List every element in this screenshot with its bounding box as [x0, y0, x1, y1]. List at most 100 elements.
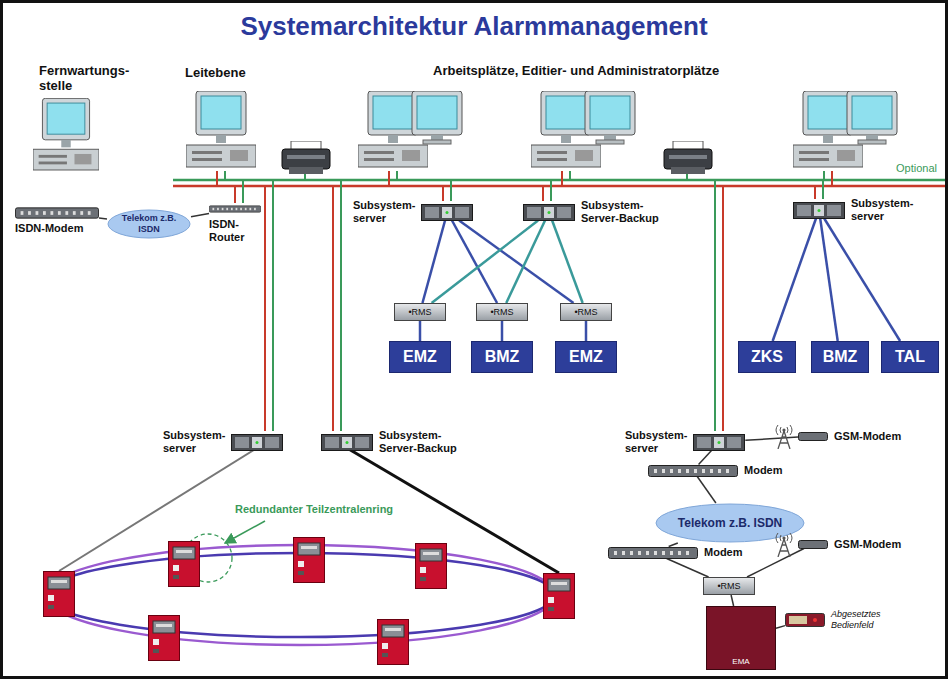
label-text: Subsystem- Server-Backup: [379, 429, 463, 455]
connector: [745, 437, 798, 440]
subsystem-box: TAL: [881, 341, 939, 373]
label-text: Subsystem- server: [163, 429, 225, 455]
annotation-label: Arbeitsplätze, Editier- und Administrato…: [433, 63, 719, 78]
label-text: Fernwartungs- stelle: [39, 63, 129, 93]
label-text: Modem: [744, 464, 783, 477]
connector: [747, 549, 804, 578]
label-text: ZKS: [751, 348, 783, 366]
connector: [191, 214, 209, 217]
connector: [506, 221, 545, 304]
device-icon: [209, 203, 261, 215]
rms-box: •RMS: [560, 303, 612, 321]
label-text: Leitebene: [185, 65, 246, 80]
label-text: ISDN-Modem: [15, 222, 83, 235]
connector: [697, 477, 716, 504]
bus-drop: [217, 171, 832, 431]
connector: [773, 219, 816, 342]
connector: [432, 221, 538, 304]
device-icon: [321, 434, 373, 451]
connector: [99, 218, 107, 220]
illustration: [3, 3, 945, 676]
rms-box: •RMS: [703, 577, 755, 595]
label-text: Subsystem- server: [851, 197, 935, 223]
device-icon: [608, 547, 698, 559]
label-text: BMZ: [823, 348, 858, 366]
connector: [667, 559, 709, 578]
annotation-label: Redundanter Teilzentralenring: [235, 503, 393, 515]
modem: ISDN-Modem: [15, 207, 99, 235]
connector: [420, 321, 421, 341]
device-icon: [15, 207, 99, 219]
label-text: Modem: [704, 546, 743, 559]
connector: [776, 626, 785, 629]
diagram-title: Systemarchitektur Alarmmanagement: [3, 11, 945, 42]
network-bus: [173, 179, 945, 182]
label-text: •RMS: [408, 307, 431, 317]
label-text: EMZ: [569, 348, 603, 366]
device-icon: [693, 434, 745, 451]
label-text: BMZ: [485, 348, 520, 366]
server: Subsystem- server: [625, 429, 745, 455]
gsm-modem: GSM-Modem: [773, 423, 901, 449]
ema-panel: EMA: [706, 606, 776, 670]
annotation-label: Optional: [896, 162, 937, 174]
remote-panel: Abgesetztes Bedienfeld: [785, 609, 895, 631]
label-text: Subsystem- server: [353, 199, 415, 225]
connector: [552, 221, 583, 304]
server: Subsystem- server: [163, 429, 283, 455]
label-text: ISDN- Router: [209, 218, 244, 244]
modem: Modem: [608, 546, 743, 559]
device-icon: [773, 423, 795, 449]
server: Subsystem- server: [793, 197, 935, 223]
connector: [586, 321, 587, 341]
label-text: EMA: [732, 657, 749, 666]
device-icon: [798, 540, 828, 549]
connector-layer: [3, 3, 945, 676]
server: Subsystem- Server-Backup: [523, 199, 665, 225]
subsystem-box: EMZ: [389, 341, 451, 373]
connector: [699, 451, 712, 465]
modem: ISDN- Router: [209, 203, 261, 244]
network-cloud: Telekom z.B. ISDN: [655, 503, 805, 543]
label-text: Abgesetztes Bedienfeld: [831, 609, 895, 631]
label-text: Telekom z.B. ISDN: [119, 213, 179, 235]
label-text: Subsystem- server: [625, 429, 687, 455]
subsystem-box: ZKS: [738, 341, 796, 373]
subsystem-box: EMZ: [555, 341, 617, 373]
device-icon: [773, 531, 795, 557]
label-text: •RMS: [574, 307, 597, 317]
subsystem-box: BMZ: [471, 341, 533, 373]
rms-box: •RMS: [394, 303, 446, 321]
ring: [44, 448, 575, 665]
network-cloud: Telekom z.B. ISDN: [107, 209, 191, 239]
label-text: GSM-Modem: [834, 430, 901, 443]
device-icon: [798, 432, 828, 441]
modem: Modem: [648, 464, 783, 477]
connector: [824, 219, 900, 342]
network-bus: [173, 185, 945, 188]
label-text: •RMS: [717, 581, 740, 591]
connector: [502, 321, 503, 341]
device-icon: [421, 204, 473, 221]
gsm-modem: GSM-Modem: [773, 531, 901, 557]
device-icon: [523, 204, 575, 221]
workstation-label: Leitebene: [185, 65, 246, 80]
label-text: Telekom z.B. ISDN: [675, 516, 785, 530]
rms-box: •RMS: [476, 303, 528, 321]
computer: [33, 91, 897, 174]
connector: [669, 543, 678, 547]
label-text: EMZ: [403, 348, 437, 366]
label-text: GSM-Modem: [834, 538, 901, 551]
connector: [422, 221, 445, 304]
device-icon: [231, 434, 283, 451]
subsystem-box: BMZ: [811, 341, 869, 373]
device-icon: [793, 202, 845, 219]
device-icon: [785, 613, 825, 627]
connector: [731, 595, 734, 606]
label-text: Subsystem- Server-Backup: [581, 199, 665, 225]
server: Subsystem- server: [353, 199, 473, 225]
label-text: TAL: [895, 348, 925, 366]
label-text: •RMS: [490, 307, 513, 317]
workstation-label: Fernwartungs- stelle: [39, 63, 129, 93]
